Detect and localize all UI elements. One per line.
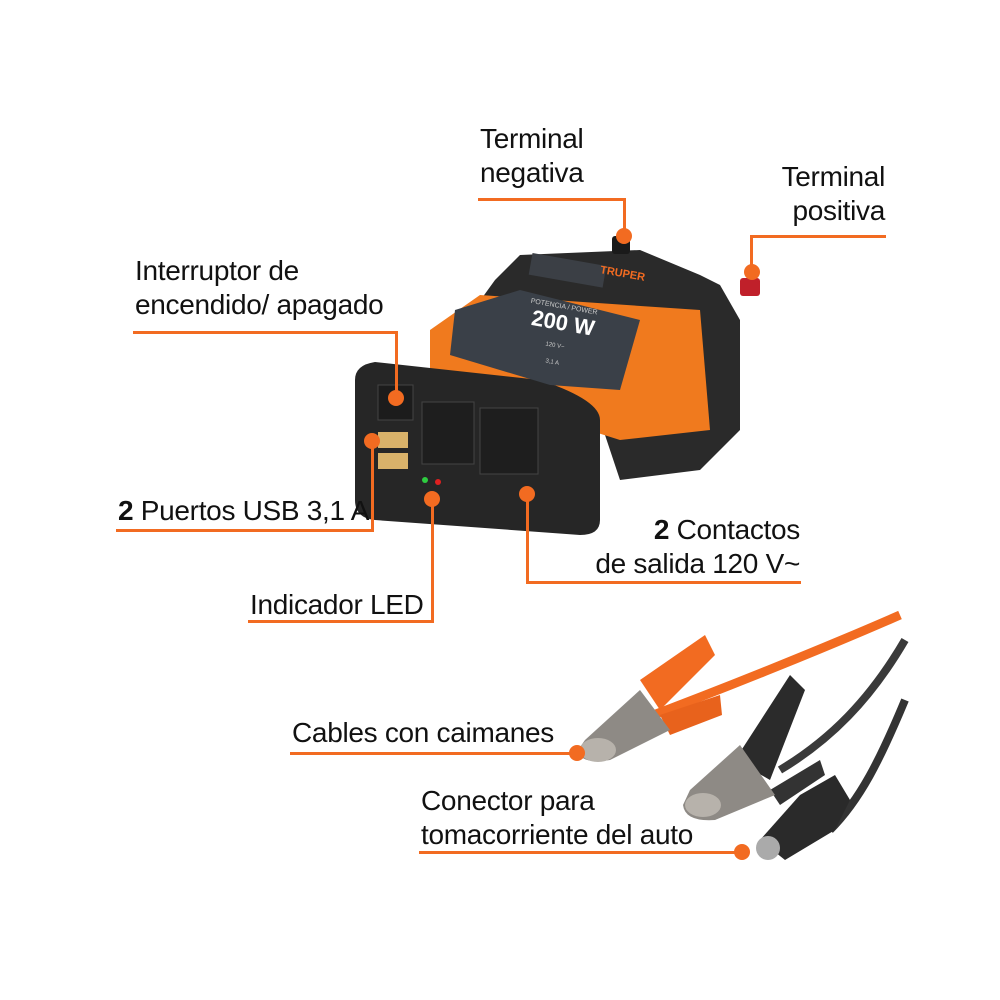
label-line: Terminal bbox=[480, 123, 584, 154]
orange-alligator-clamp bbox=[578, 635, 722, 762]
callout-dot bbox=[424, 491, 440, 507]
usb-port-2 bbox=[378, 453, 408, 469]
orange-cable bbox=[638, 610, 902, 725]
label-cables: Cables con caimanes bbox=[292, 717, 554, 748]
usb-text: Puertos USB 3,1 A bbox=[133, 495, 370, 526]
callout-line bbox=[371, 440, 374, 532]
callout-dot bbox=[616, 228, 632, 244]
inverter-body: TRUPER 200 W POTENCIA / POWER 120 V~ 3,1… bbox=[355, 236, 760, 535]
label-line: Terminal bbox=[781, 161, 886, 192]
ac-outlet-2 bbox=[479, 407, 539, 475]
contactos-text: Contactos bbox=[669, 514, 801, 545]
label-line: encendido/ apagado bbox=[135, 289, 384, 320]
label-led: Indicador LED bbox=[250, 589, 424, 620]
callout-line bbox=[419, 851, 741, 854]
callout-line bbox=[750, 235, 886, 238]
label-interruptor: Interruptor de encendido/ apagado bbox=[135, 254, 384, 322]
callout-dot bbox=[734, 844, 750, 860]
label-conector: Conector para tomacorriente del auto bbox=[421, 784, 693, 852]
callout-line bbox=[623, 198, 626, 236]
ac-outlet-1 bbox=[421, 401, 475, 465]
callout-line bbox=[526, 495, 529, 584]
callout-dot bbox=[388, 390, 404, 406]
black-cable bbox=[777, 637, 909, 774]
callout-dot bbox=[569, 745, 585, 761]
label-usb: 2 Puertos USB 3,1 A bbox=[118, 494, 369, 528]
label-line: Interruptor de bbox=[135, 255, 299, 286]
label-line: tomacorriente del auto bbox=[421, 819, 694, 850]
usb-count: 2 bbox=[118, 495, 134, 526]
callout-line bbox=[116, 529, 374, 532]
callout-line bbox=[750, 235, 753, 267]
label-line: Conector para bbox=[421, 785, 595, 816]
callout-line bbox=[431, 500, 434, 623]
label-line: negativa bbox=[480, 157, 584, 188]
positive-terminal bbox=[740, 278, 760, 296]
usb-port-1 bbox=[378, 432, 408, 448]
label-terminal-positiva: Terminal positiva bbox=[781, 160, 886, 228]
spec-panel bbox=[450, 290, 640, 390]
callout-line bbox=[290, 752, 578, 755]
car-lighter-plug bbox=[756, 775, 850, 860]
callout-dot bbox=[744, 264, 760, 280]
label-line: positiva bbox=[792, 195, 885, 226]
led-green bbox=[422, 477, 428, 483]
callout-dot bbox=[519, 486, 535, 502]
black-alligator-clamp bbox=[683, 675, 825, 821]
callout-dot bbox=[364, 433, 380, 449]
svg-text:120 V~: 120 V~ bbox=[545, 341, 565, 350]
callout-line bbox=[478, 198, 626, 201]
label-line: de salida 120 V~ bbox=[595, 548, 800, 579]
svg-text:3,1 A: 3,1 A bbox=[545, 358, 560, 366]
label-terminal-negativa: Terminal negativa bbox=[480, 122, 584, 190]
callout-line bbox=[526, 581, 801, 584]
callout-line bbox=[395, 331, 398, 393]
led-red bbox=[435, 479, 441, 485]
contactos-count: 2 bbox=[653, 514, 670, 545]
callout-line bbox=[133, 331, 398, 334]
label-contactos: 2 Contactos de salida 120 V~ bbox=[595, 513, 800, 581]
callout-line bbox=[248, 620, 434, 623]
label-line: 2 Contactos bbox=[595, 513, 800, 547]
